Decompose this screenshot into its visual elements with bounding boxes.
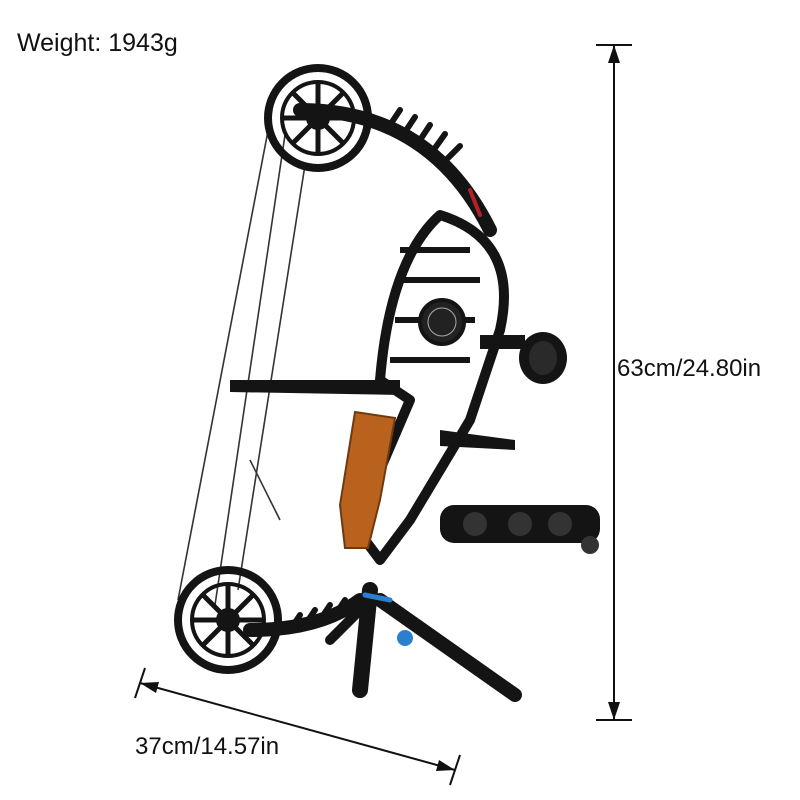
height-label: 63cm/24.80in	[617, 355, 762, 382]
wooden-grip	[338, 410, 397, 549]
bow-limbs	[243, 103, 497, 637]
height-dimension-line	[596, 44, 632, 721]
width-dimension-line	[134, 667, 461, 786]
sight-scope	[480, 332, 567, 384]
bottom-cam	[174, 566, 282, 674]
bow-riser	[230, 210, 515, 565]
stabilizer	[440, 505, 600, 554]
weight-label: Weight: 1943g	[17, 29, 178, 57]
tripod-stand	[325, 582, 522, 702]
width-label: 37cm/14.57in	[135, 733, 280, 760]
bow-strings	[177, 109, 306, 606]
